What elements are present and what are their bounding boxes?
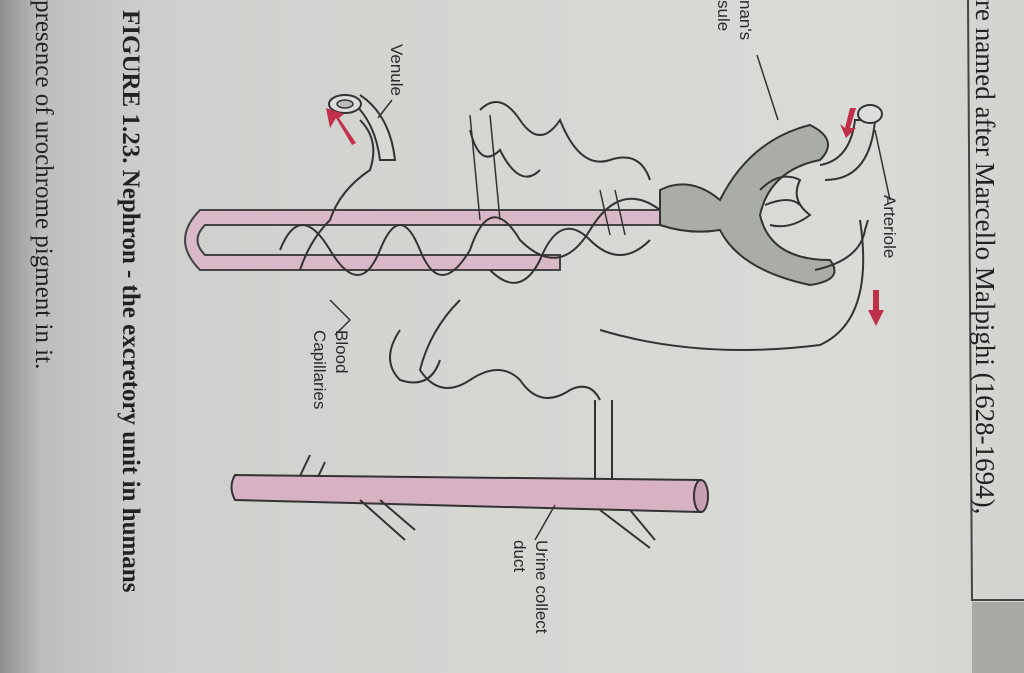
arrow-icon <box>868 290 884 326</box>
collecting-duct <box>230 400 709 549</box>
label-bowmans-capsule: nan's sule <box>714 0 755 41</box>
text-box-border <box>967 0 1024 601</box>
blood-flow-arrows <box>326 108 884 326</box>
leader-lines <box>329 54 891 541</box>
page-text-bottom: presence of urochrome pigment in it. <box>30 0 57 370</box>
arrow-icon <box>326 108 356 145</box>
bowmans-capsule <box>659 123 836 287</box>
arteriole <box>599 104 883 351</box>
box-shade <box>972 602 1024 673</box>
arrow-icon <box>840 108 856 138</box>
venule <box>328 94 397 161</box>
figure-caption: FIGURE 1.23. Nephron - the excretory uni… <box>117 10 144 593</box>
label-venule: Venule <box>387 44 406 96</box>
label-arteriole: Arteriole <box>880 195 899 259</box>
convoluted-tubules <box>279 101 661 401</box>
page-text-top: re named after Marcello Malpighi (1628-1… <box>970 0 1000 515</box>
label-blood-capillaries: Blood Capillaries <box>310 330 351 410</box>
label-urine-collecting-duct: Urine collect duct <box>510 540 551 634</box>
loop-outline <box>469 114 626 236</box>
